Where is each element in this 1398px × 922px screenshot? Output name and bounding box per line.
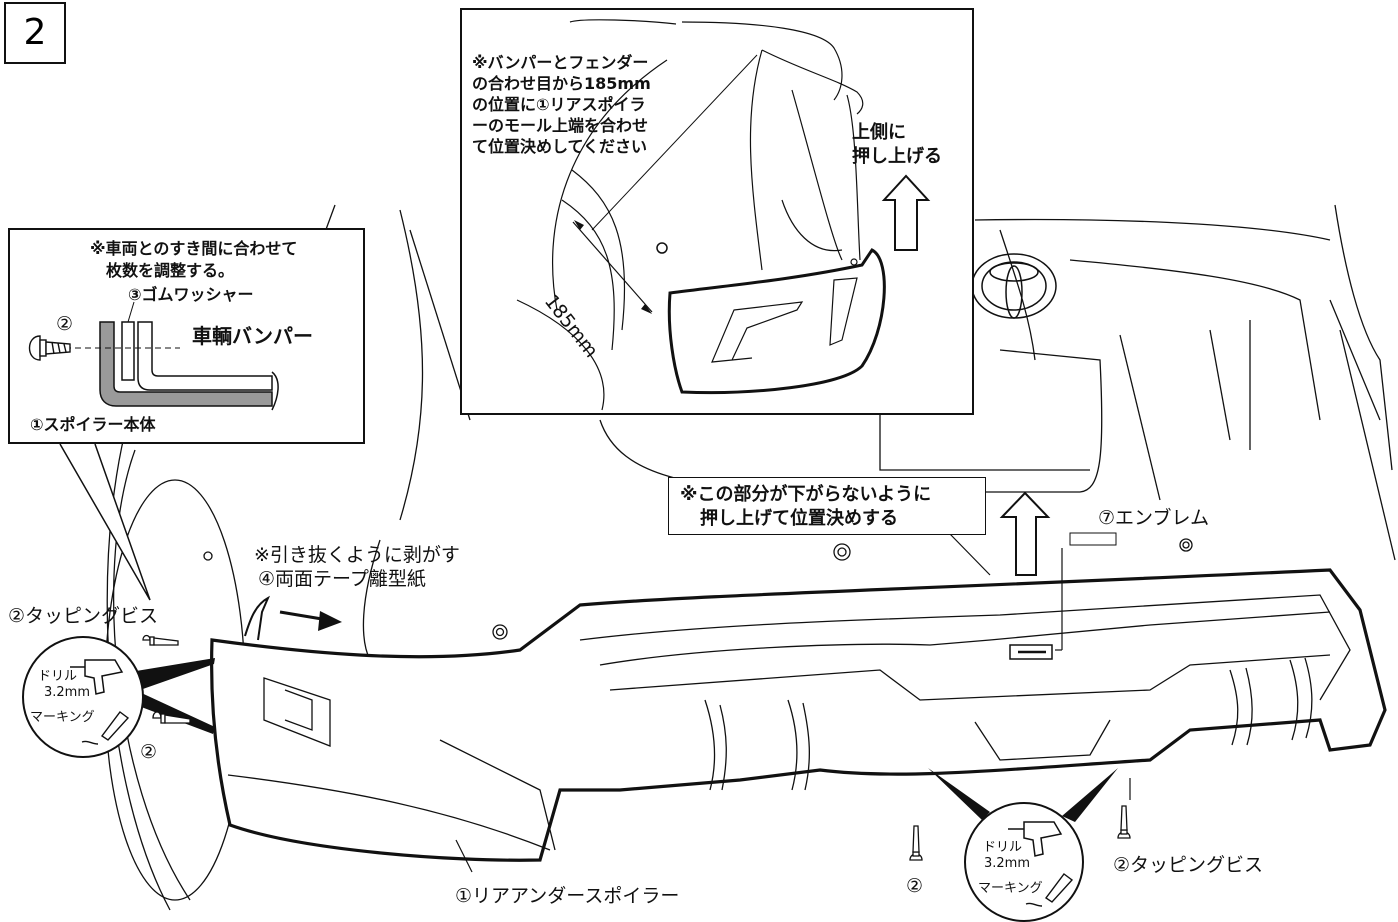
- rear-under-spoiler-drawing: [209, 568, 1387, 862]
- screw-icon: [28, 335, 71, 361]
- drill-left-line-1: ドリル: [38, 669, 78, 684]
- inset-top-note-line-3: の位置に①リアスポイラ: [472, 95, 646, 114]
- push-up-label-line-2: 押し上げる: [852, 146, 942, 167]
- vehicle-bumper-label: 車輌バンパー: [192, 324, 313, 348]
- inset-top-drawing: [516, 19, 931, 411]
- rubber-washer-label: ③ゴムワッシャー: [128, 285, 254, 304]
- tapping-screw-label-right: ②タッピングビス: [1113, 854, 1264, 876]
- inset-left-note-line-2: 枚数を調整する。: [106, 261, 235, 280]
- push-note-box: [668, 477, 986, 535]
- drill-bottom-line-3: マーキング: [978, 881, 1043, 896]
- screw-icon: [909, 825, 923, 861]
- push-note-line-2: 押し上げて位置決めする: [700, 508, 898, 529]
- step-number: 2: [4, 2, 66, 64]
- toyota-emblem-icon: [971, 253, 1057, 319]
- inset-top-note-line-2: の合わせ目から185mm: [472, 74, 651, 93]
- emblem-label: ⑦エンブレム: [1098, 507, 1210, 529]
- screw-icon: [1117, 805, 1131, 839]
- inset-left-detail: ※車両とのすき間に合わせて 枚数を調整する。 ③ゴムワッシャー ② 車輌バンパー…: [8, 228, 365, 444]
- drill-icon: [1008, 821, 1063, 857]
- push-note-line-1: ※この部分が下がらないように: [680, 484, 932, 505]
- marker-icon: [81, 711, 130, 745]
- inset-left-screw-number: ②: [56, 313, 74, 335]
- tape-release-paper-label: ④両面テープ離型紙: [258, 568, 426, 590]
- drill-bottom-line-2: 3.2mm: [984, 856, 1031, 871]
- arrow-right-icon: [279, 610, 342, 631]
- arrow-up-icon: [881, 174, 931, 251]
- marker-icon: [1025, 873, 1074, 907]
- inset-left-note-line-1: ※車両とのすき間に合わせて: [90, 239, 298, 258]
- drill-left-line-3: マーキング: [30, 710, 95, 725]
- inset-left-drawing: [28, 301, 279, 411]
- rear-under-spoiler-label: ①リアアンダースポイラー: [455, 885, 680, 907]
- screw-number-bottom: ②: [906, 875, 924, 897]
- inset-top-note-line-4: ーのモール上端を合わせ: [472, 116, 649, 135]
- drill-icon: [70, 659, 124, 695]
- push-up-label-line-1: 上側に: [852, 122, 906, 143]
- drill-left-line-2: 3.2mm: [44, 685, 91, 700]
- drill-bottom-line-1: ドリル: [983, 840, 1023, 855]
- screw-icon: [142, 634, 179, 646]
- arrow-up-icon: [999, 491, 1051, 576]
- tapping-screw-label-left: ②タッピングビス: [8, 605, 159, 627]
- screw-number-left: ②: [140, 741, 158, 763]
- inset-top-note-line-5: て位置決めしてください: [472, 137, 648, 156]
- screw-icon: [152, 711, 191, 724]
- peel-note: ※引き抜くように剥がす: [254, 544, 460, 566]
- spoiler-body-label: ①スポイラー本体: [30, 415, 156, 434]
- inset-top-note-line-1: ※バンパーとフェンダー: [472, 53, 649, 72]
- inset-top-detail: ※バンパーとフェンダー の合わせ目から185mm の位置に①リアスポイラ ーのモ…: [460, 8, 974, 415]
- tape-tab: [244, 595, 271, 641]
